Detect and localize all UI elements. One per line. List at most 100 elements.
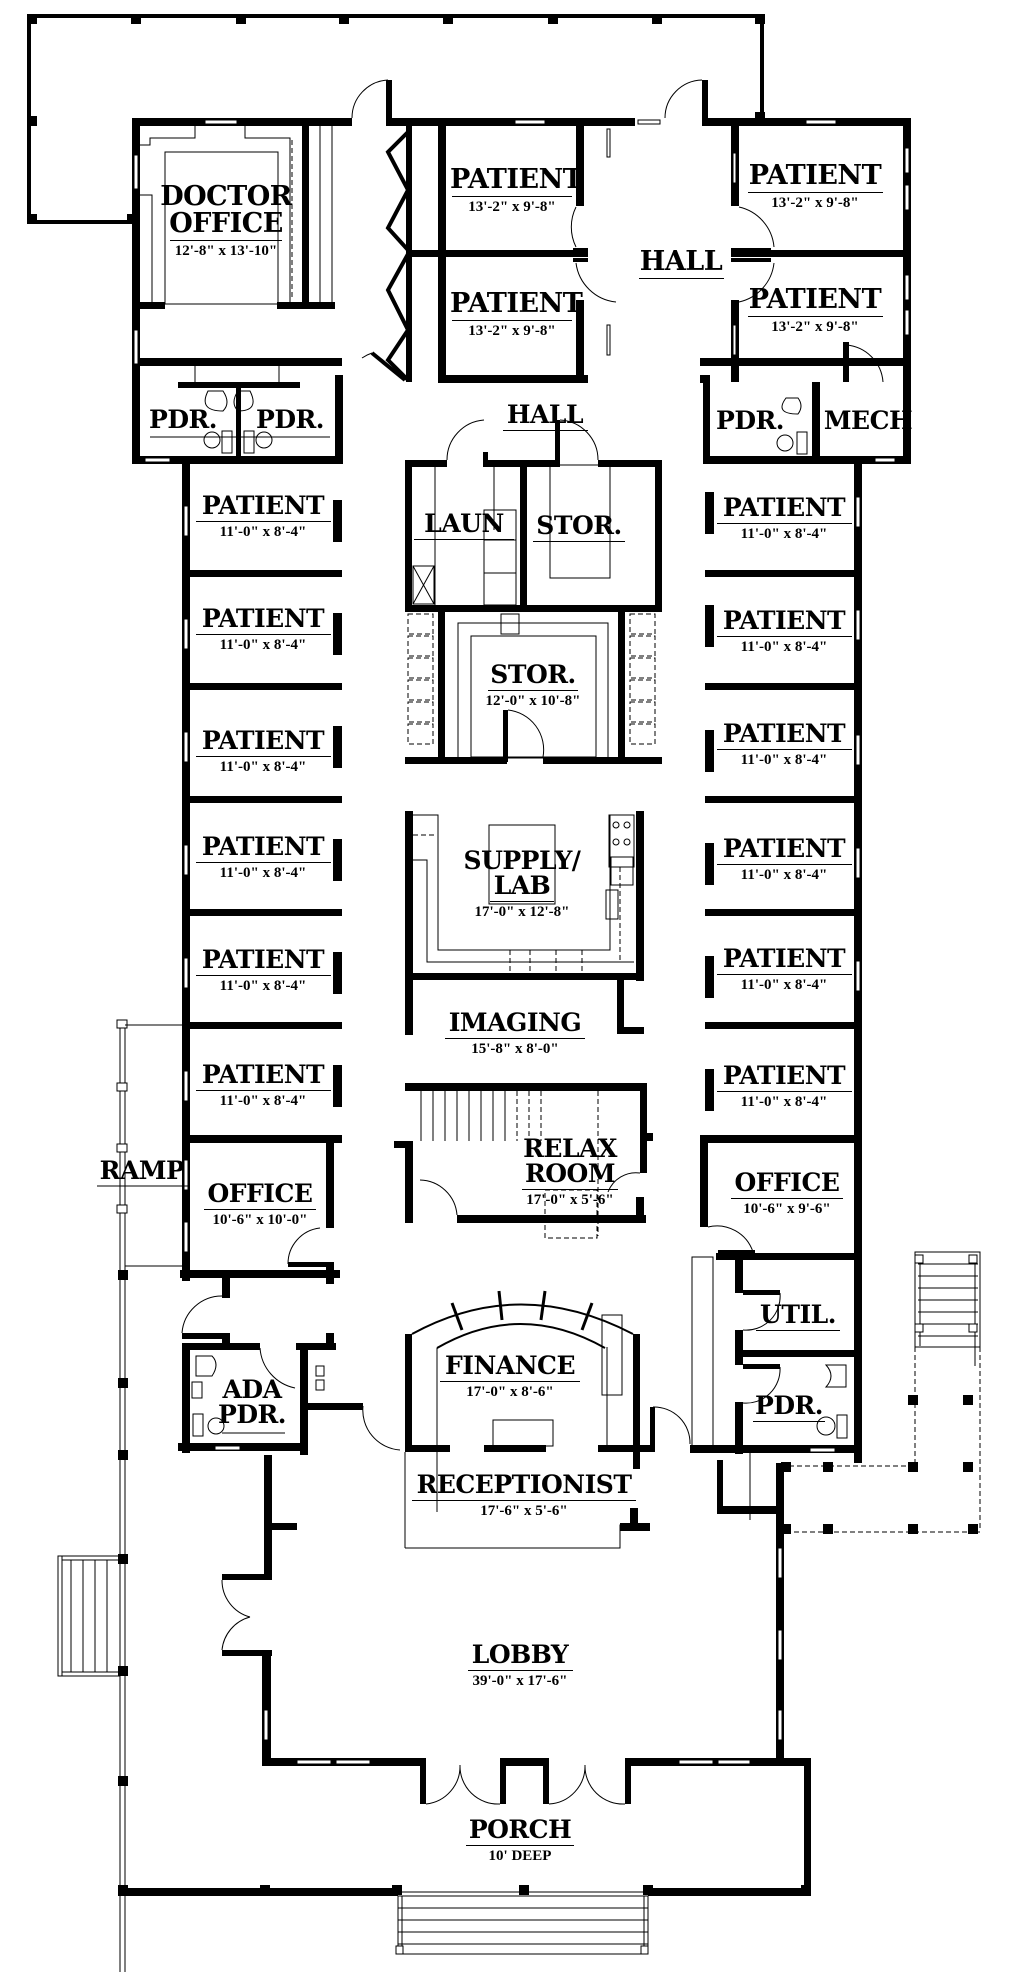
room-label-pdr-left-a: PDR. xyxy=(148,407,218,432)
room-name: PATIENT xyxy=(722,719,846,748)
room-label-mech: MECH xyxy=(822,408,914,433)
doctor-office-walls xyxy=(140,126,335,309)
room-label-pdr-right: PDR. xyxy=(716,408,784,433)
room-name: HALL xyxy=(506,400,584,429)
room-label-patient-right-3: PATIENT 11'-0" x 8'-4" xyxy=(714,721,854,768)
room-dims: 11'-0" x 8'-4" xyxy=(740,526,828,542)
room-dims: 12'-8" x 13'-10" xyxy=(174,243,278,259)
finance-walls xyxy=(405,1290,691,1512)
room-label-laundry: LAUN xyxy=(414,511,514,543)
room-name-line1: ADA xyxy=(222,1375,282,1404)
room-label-util: UTIL. xyxy=(752,1302,844,1334)
pdr-left-walls xyxy=(132,364,343,464)
room-dims: 11'-0" x 8'-4" xyxy=(740,977,828,993)
exterior-walls-upper xyxy=(132,80,911,366)
storage-lower-walls xyxy=(405,612,662,764)
room-name: PATIENT xyxy=(450,164,583,195)
room-dims: 10'-6" x 9'-6" xyxy=(743,1201,831,1217)
room-label-supply-lab: SUPPLY/ LAB 17'-0" x 12'-8" xyxy=(452,848,592,920)
room-name: PATIENT xyxy=(722,606,846,635)
room-name: STOR. xyxy=(536,511,622,540)
room-dims: 11'-0" x 8'-4" xyxy=(219,1093,307,1109)
room-label-patient-right-4: PATIENT 11'-0" x 8'-4" xyxy=(714,836,854,883)
room-label-office-right: OFFICE 10'-6" x 9'-6" xyxy=(720,1170,854,1217)
room-label-storage-lower: STOR. 12'-0" x 10'-8" xyxy=(460,662,606,709)
room-label-ramp: RAMP xyxy=(96,1158,188,1183)
room-label-patient-right-1: PATIENT 11'-0" x 8'-4" xyxy=(714,495,854,542)
room-name: PATIENT xyxy=(201,1060,325,1089)
room-name-line2: LAB xyxy=(493,871,551,900)
ada-pdr-walls xyxy=(178,1278,401,1455)
room-dims: 11'-0" x 8'-4" xyxy=(740,752,828,768)
room-dims: 11'-0" x 8'-4" xyxy=(219,524,307,540)
room-name-line1: RELAX xyxy=(523,1134,617,1163)
room-name: PDR. xyxy=(149,405,217,434)
front-porch xyxy=(57,1270,811,1955)
room-name: PDR. xyxy=(256,405,324,434)
ramp xyxy=(97,1019,188,1972)
laundry-storage-walls xyxy=(405,419,662,612)
relax-room-walls xyxy=(394,1083,653,1239)
room-name: PDR. xyxy=(716,406,784,435)
room-label-office-left: OFFICE 10'-6" x 10'-0" xyxy=(196,1181,324,1228)
room-dims: 11'-0" x 8'-4" xyxy=(219,759,307,775)
room-name: PATIENT xyxy=(450,288,583,319)
room-dims: 13'-2" x 9'-8" xyxy=(468,199,556,215)
room-name: PATIENT xyxy=(201,945,325,974)
room-dims: 17'-0" x 8'-6" xyxy=(466,1384,554,1400)
room-label-pdr-lower-right: PDR. xyxy=(750,1393,828,1425)
room-name: RECEPTIONIST xyxy=(416,1470,632,1499)
lobby-walls xyxy=(221,1452,811,1805)
room-dims: 13'-2" x 9'-8" xyxy=(771,319,859,335)
room-name: PATIENT xyxy=(201,726,325,755)
supply-lab-walls xyxy=(405,811,644,1035)
room-dims: 11'-0" x 8'-4" xyxy=(740,639,828,655)
room-name: OFFICE xyxy=(207,1179,313,1208)
room-dims: 10'-6" x 10'-0" xyxy=(212,1212,308,1228)
room-name: IMAGING xyxy=(448,1008,582,1037)
room-name: PATIENT xyxy=(722,493,846,522)
room-label-doctor-office: DOCTOR OFFICE 12'-8" x 13'-10" xyxy=(158,183,294,259)
room-dims: 13'-2" x 9'-8" xyxy=(771,195,859,211)
room-name: LOBBY xyxy=(471,1640,569,1669)
room-label-lobby: LOBBY 39'-0" x 17'-6" xyxy=(455,1642,585,1689)
room-label-patient-left-5: PATIENT 11'-0" x 8'-4" xyxy=(193,947,333,994)
room-label-porch: PORCH 10' DEEP xyxy=(460,1817,580,1864)
room-label-patient-right-5: PATIENT 11'-0" x 8'-4" xyxy=(714,946,854,993)
room-name: OFFICE xyxy=(734,1168,840,1197)
room-name: HALL xyxy=(639,246,723,277)
room-label-patient-top-left-2: PATIENT 13'-2" x 9'-8" xyxy=(450,288,583,339)
room-name: RAMP xyxy=(99,1156,185,1185)
room-label-patient-top-right-1: PATIENT 13'-2" x 9'-8" xyxy=(745,162,885,211)
room-label-receptionist: RECEPTIONIST 17'-6" x 5'-6" xyxy=(412,1472,636,1519)
office-left-walls xyxy=(180,1135,340,1284)
room-label-patient-top-left-1: PATIENT 13'-2" x 9'-8" xyxy=(450,164,583,215)
room-label-hall-upper: HALL xyxy=(636,248,726,282)
room-name: PATIENT xyxy=(722,834,846,863)
room-dims: 12'-0" x 10'-8" xyxy=(485,693,581,709)
room-name: PDR. xyxy=(755,1391,823,1420)
left-patient-walls xyxy=(182,464,342,1184)
room-name: PORCH xyxy=(468,1815,572,1844)
stair-treads xyxy=(420,1091,599,1236)
room-dims: 10' DEEP xyxy=(488,1848,552,1864)
room-name: PATIENT xyxy=(201,832,325,861)
room-label-imaging: IMAGING 15'-8" x 8'-0" xyxy=(440,1010,590,1057)
room-dims: 13'-2" x 9'-8" xyxy=(468,323,556,339)
room-dims: 11'-0" x 8'-4" xyxy=(219,865,307,881)
room-label-patient-right-2: PATIENT 11'-0" x 8'-4" xyxy=(714,608,854,655)
room-label-patient-top-right-2: PATIENT 13'-2" x 9'-8" xyxy=(745,286,885,335)
room-name-line1: DOCTOR xyxy=(160,181,292,212)
room-dims: 11'-0" x 8'-4" xyxy=(740,1094,828,1110)
room-name: PATIENT xyxy=(722,1061,846,1090)
room-label-finance: FINANCE 17'-0" x 8'-6" xyxy=(436,1353,584,1400)
room-dims: 17'-0" x 12'-8" xyxy=(474,904,570,920)
room-name: PATIENT xyxy=(201,604,325,633)
upper-patient-walls xyxy=(412,126,909,383)
room-label-pdr-left-b: PDR. xyxy=(252,407,328,432)
room-name-line2: ROOM xyxy=(524,1159,616,1188)
room-name-line1: SUPPLY/ xyxy=(463,846,581,875)
room-label-hall-lower: HALL xyxy=(500,402,590,434)
room-name-line2: PDR. xyxy=(218,1400,286,1429)
